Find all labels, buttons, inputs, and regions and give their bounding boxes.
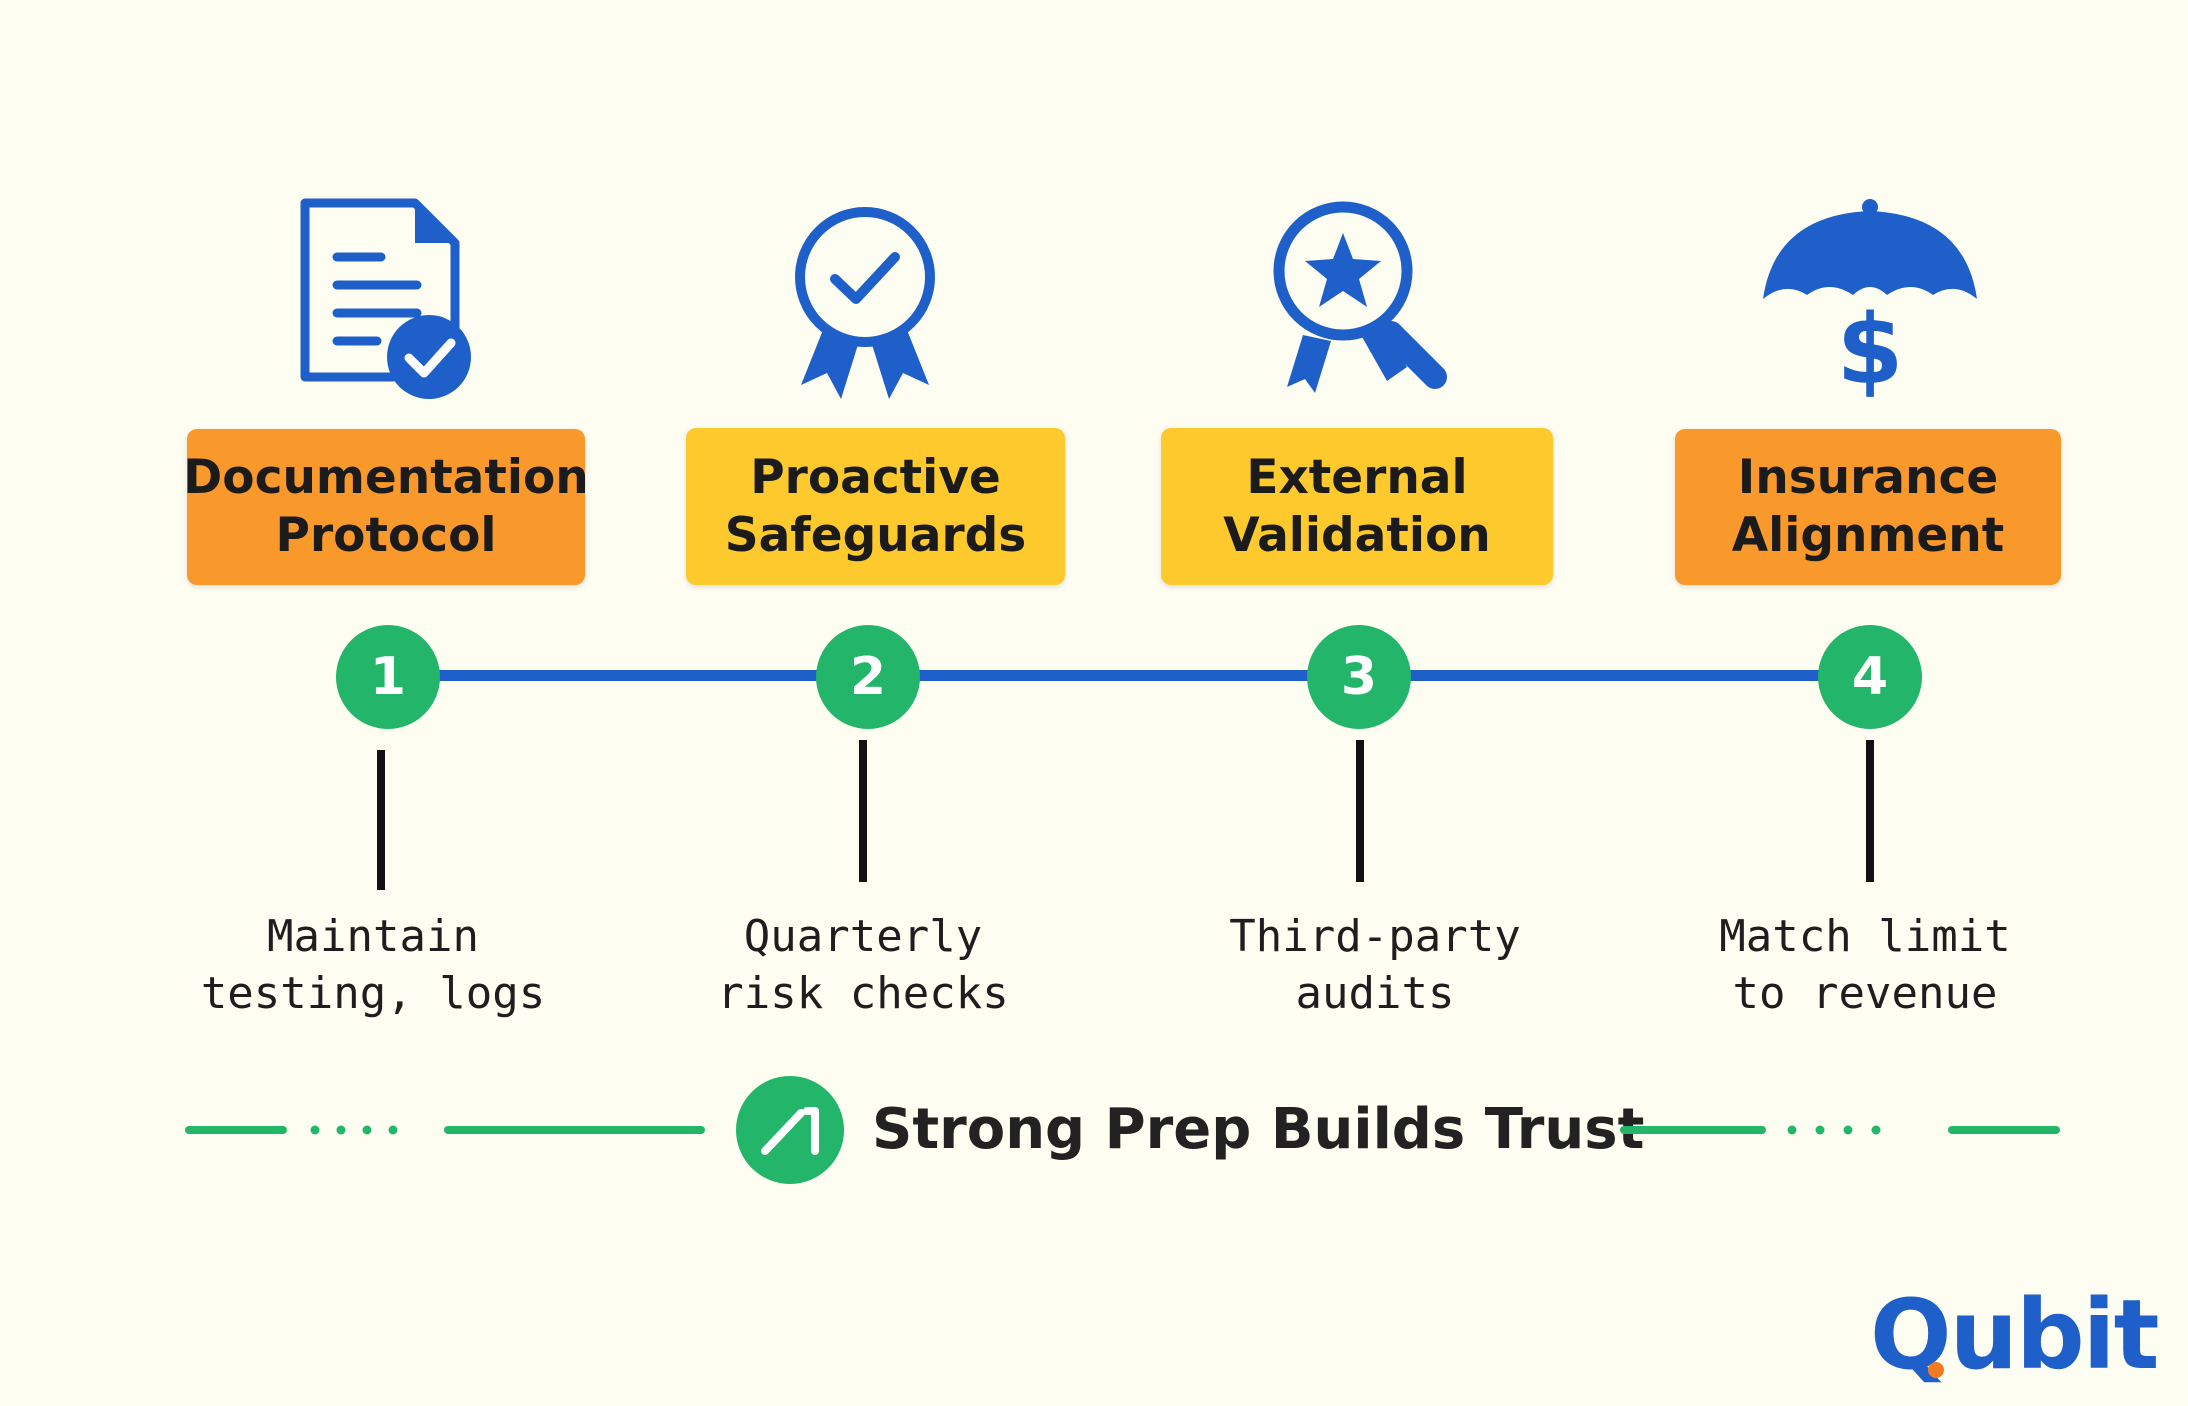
step-number-badge-3: 3 <box>1307 625 1411 729</box>
footer-divider-right <box>1620 1125 2060 1135</box>
step-description-3: Third-party audits <box>1229 911 1521 1019</box>
step-number-badge-4: 4 <box>1818 625 1922 729</box>
step-description-4: Match limit to revenue <box>1719 911 2011 1019</box>
timeline-line <box>390 670 1875 681</box>
step-number-badge-1: 1 <box>336 625 440 729</box>
step-description-1: Maintain testing, logs <box>200 911 546 1019</box>
brand-logo: Qubit <box>1870 1279 2159 1391</box>
document-check-icon <box>300 198 471 399</box>
footer-divider-left <box>185 1125 705 1135</box>
brand-logo-accent-dot <box>1928 1362 1944 1378</box>
step-description-2: Quarterly risk checks <box>717 911 1009 1019</box>
step-connector-1 <box>377 750 385 890</box>
step-connector-3 <box>1356 740 1364 882</box>
footer-title: Strong Prep Builds Trust <box>872 1097 1645 1162</box>
step-title-proactive-safeguards: Proactive Safeguards <box>686 428 1065 585</box>
magnifier-star-icon <box>1273 201 1447 393</box>
step-connector-4 <box>1866 740 1874 882</box>
award-ribbon-check-icon <box>795 207 935 399</box>
step-connector-2 <box>859 740 867 882</box>
step-number-badge-2: 2 <box>816 625 920 729</box>
umbrella-dollar-icon: $ <box>1763 199 1977 405</box>
step-title-external-validation: External Validation <box>1161 428 1553 585</box>
step-title-insurance-alignment: Insurance Alignment <box>1675 429 2061 585</box>
growth-arrow-icon <box>736 1076 844 1184</box>
step-title-documentation-protocol: Documentation Protocol <box>183 429 589 585</box>
svg-text:$: $ <box>1837 294 1904 405</box>
